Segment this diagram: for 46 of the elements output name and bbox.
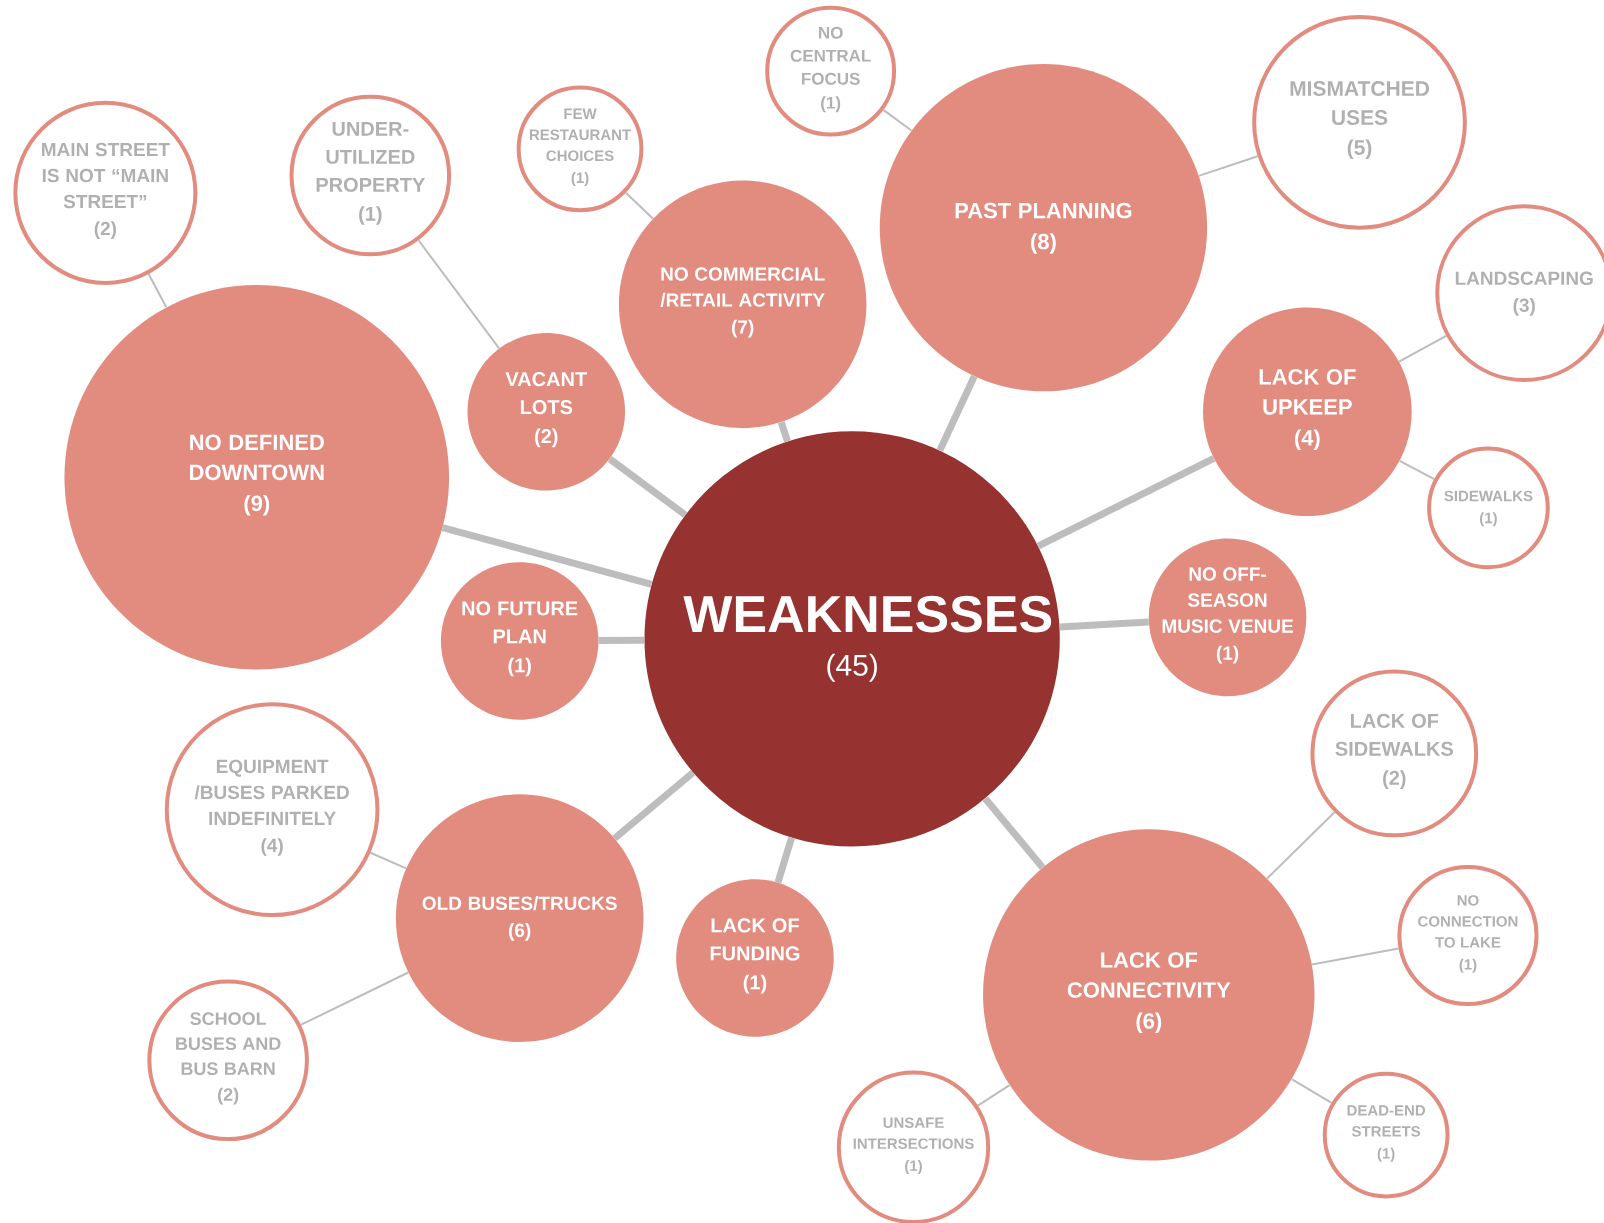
topic-bubble: NO FUTURE PLAN (1)	[440, 562, 599, 720]
detail-bubble: NO CONNECTION TO LAKE (1)	[1397, 865, 1539, 1007]
connector-line	[598, 636, 645, 644]
topic-bubble: LACK OF CONNECTIVITY (6)	[983, 829, 1315, 1161]
topic-bubble: LACK OF FUNDING (1)	[676, 879, 834, 1037]
connector-line	[1266, 811, 1336, 880]
detail-bubble: MAIN STREET IS NOT “MAIN STREET” (2)	[13, 100, 198, 285]
topic-bubble: LACK OF UPKEEP (4)	[1203, 307, 1412, 517]
connector-line	[1398, 459, 1436, 481]
detail-bubble: DEAD-END STREETS (1)	[1322, 1071, 1450, 1199]
connector-line	[1290, 1078, 1333, 1104]
topic-bubble: VACANT LOTS (2)	[467, 333, 626, 491]
connector-line	[774, 836, 795, 884]
connector-line	[624, 191, 655, 220]
detail-bubble: LACK OF SIDEWALKS (2)	[1310, 669, 1479, 838]
topic-bubble: OLD BUSES/TRUCKS (6)	[395, 794, 644, 1042]
connector-line	[936, 374, 978, 452]
connector-line	[1197, 155, 1259, 177]
connector-line	[369, 851, 408, 870]
connector-line	[976, 1084, 1011, 1107]
topic-bubble: NO COMMERCIAL /RETAIL ACTIVITY (7)	[618, 180, 867, 429]
connector-line	[882, 108, 913, 132]
connector-line	[441, 524, 653, 588]
connector-line	[1310, 947, 1400, 966]
detail-bubble: MISMATCHED USES (5)	[1252, 14, 1467, 230]
central-bubble: WEAKNESSES (45)	[644, 431, 1060, 847]
detail-bubble: FEW RESTAURANT CHOICES (1)	[516, 85, 644, 213]
connector-line	[1036, 455, 1216, 550]
detail-bubble: NO CENTRAL FOCUS (1)	[765, 5, 897, 137]
detail-bubble: UNSAFE INTERSECTIONS (1)	[836, 1070, 991, 1223]
detail-bubble: EQUIPMENT /BUSES PARKED INDEFINITELY (4)	[164, 702, 380, 918]
detail-bubble: LANDSCAPING (3)	[1435, 204, 1604, 383]
connector-line	[777, 421, 791, 443]
detail-bubble: UNDER-UTILIZED PROPERTY (1)	[289, 94, 452, 257]
detail-bubble: SCHOOL BUSES AND BUS BARN (2)	[147, 979, 309, 1142]
connector-line	[607, 456, 688, 518]
connector-line	[612, 769, 696, 842]
detail-bubble: SIDEWALKS (1)	[1427, 446, 1550, 570]
connector-line	[1398, 334, 1448, 363]
connector-line	[417, 239, 501, 350]
topic-bubble: NO DEFINED DOWNTOWN (9)	[64, 284, 450, 670]
connector-line	[147, 273, 168, 309]
connector-line	[982, 796, 1046, 870]
topic-bubble: NO OFF-SEASON MUSIC VENUE (1)	[1148, 538, 1307, 697]
connector-line	[299, 971, 410, 1026]
topic-bubble: PAST PLANNING (8)	[879, 63, 1208, 392]
